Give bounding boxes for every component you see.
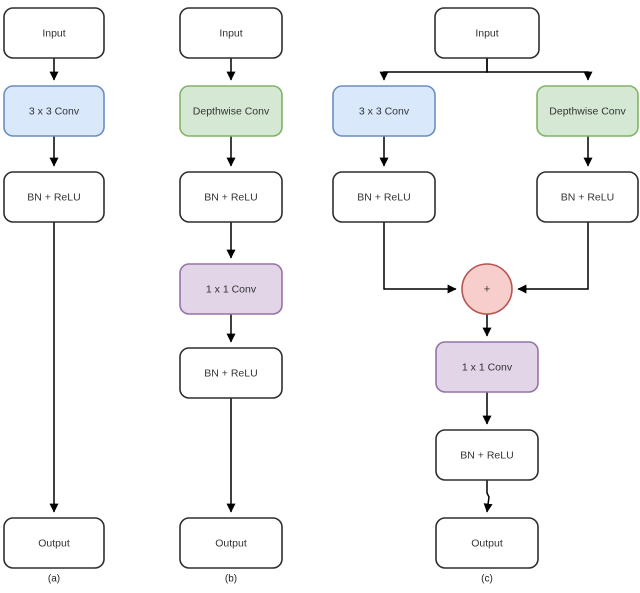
node-b-output: Output	[179, 517, 283, 569]
caption-b: (b)	[225, 574, 237, 585]
node-box	[3, 85, 105, 137]
node-label: Output	[38, 537, 70, 549]
node-box	[179, 171, 283, 223]
node-label: Output	[215, 537, 247, 549]
node-box	[332, 171, 436, 223]
node-box	[536, 85, 639, 137]
caption-c: (c)	[481, 574, 493, 585]
node-box	[435, 517, 539, 569]
node-box	[3, 517, 105, 569]
captions-layer: (a) (b) (c)	[48, 574, 493, 585]
node-label: BN + ReLU	[460, 449, 513, 461]
node-a-output: Output	[3, 517, 105, 569]
node-box	[435, 341, 539, 393]
node-c-conv3x3: 3 x 3 Conv	[332, 85, 436, 137]
node-label: 1 x 1 Conv	[206, 283, 257, 295]
node-c-input: Input	[434, 7, 540, 59]
node-c-depthwise: Depthwise Conv	[536, 85, 639, 137]
node-label: BN + ReLU	[27, 191, 80, 203]
node-box	[332, 85, 436, 137]
node-label: Input	[42, 27, 65, 39]
node-a-input: Input	[3, 7, 105, 59]
node-label: Depthwise Conv	[193, 105, 270, 117]
node-b-conv1x1: 1 x 1 Conv	[179, 263, 283, 315]
node-box	[179, 347, 283, 399]
node-box	[435, 429, 539, 481]
node-a-bnrelu: BN + ReLU	[3, 171, 105, 223]
edge-c-input-split-left	[379, 58, 488, 81]
node-b-bnrelu-1: BN + ReLU	[179, 171, 283, 223]
node-box	[179, 517, 283, 569]
node-c-output: Output	[435, 517, 539, 569]
node-label: BN + ReLU	[357, 191, 410, 203]
node-c-bnrelu-final: BN + ReLU	[435, 429, 539, 481]
node-box	[536, 171, 639, 223]
node-label: 3 x 3 Conv	[359, 105, 410, 117]
node-label: Input	[219, 27, 242, 39]
node-label: 3 x 3 Conv	[29, 105, 80, 117]
node-c-add-node: +	[461, 263, 513, 315]
node-label: BN + ReLU	[204, 191, 257, 203]
node-c-conv1x1: 1 x 1 Conv	[435, 341, 539, 393]
plus-icon: +	[484, 283, 490, 295]
node-b-input: Input	[179, 7, 283, 59]
caption-a: (a)	[48, 574, 60, 585]
add-circle	[461, 263, 513, 315]
node-label: 1 x 1 Conv	[462, 361, 513, 373]
node-box	[179, 85, 283, 137]
edge-c-bnleft-to-add	[383, 222, 457, 294]
node-label: BN + ReLU	[561, 191, 614, 203]
node-label: BN + ReLU	[204, 367, 257, 379]
node-box	[3, 7, 105, 59]
edge-c-input-split-right	[486, 58, 593, 81]
node-b-depthwise: Depthwise Conv	[179, 85, 283, 137]
node-box	[179, 7, 283, 59]
node-box	[434, 7, 540, 59]
node-label: Output	[471, 537, 503, 549]
node-label: Depthwise Conv	[549, 105, 626, 117]
node-label: Input	[475, 27, 498, 39]
node-b-bnrelu-2: BN + ReLU	[179, 347, 283, 399]
node-box	[179, 263, 283, 315]
node-c-bnrelu-left: BN + ReLU	[332, 171, 436, 223]
node-a-conv3x3: 3 x 3 Conv	[3, 85, 105, 137]
edge-c-bn-to-output	[483, 480, 493, 513]
node-c-bnrelu-right: BN + ReLU	[536, 171, 639, 223]
edges-layer	[49, 58, 593, 513]
node-box	[3, 171, 105, 223]
nodes-layer: Input 3 x 3 Conv BN + ReLU Output InputDepth…	[3, 7, 639, 569]
edge-c-bnright-to-add	[517, 222, 589, 294]
